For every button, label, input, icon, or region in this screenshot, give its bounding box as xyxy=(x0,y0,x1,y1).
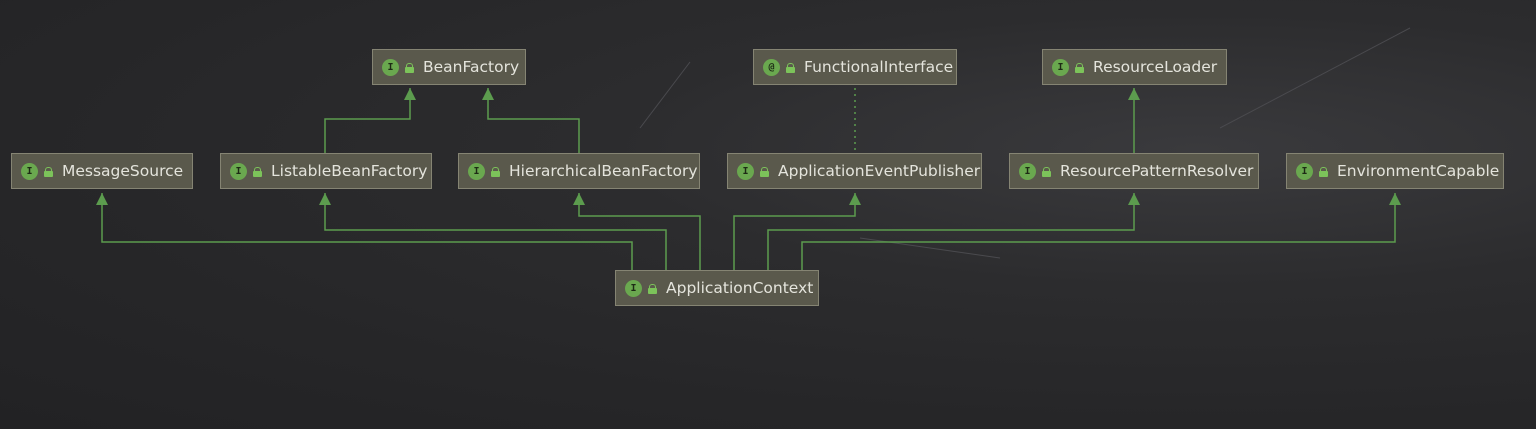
node-label: MessageSource xyxy=(62,162,184,180)
interface-icon: I xyxy=(230,162,247,180)
interface-icon: I xyxy=(382,58,399,76)
node-resourceloader[interactable]: I ResourceLoader xyxy=(1042,49,1227,85)
edge-hierarchical-to-beanfactory xyxy=(487,88,580,153)
node-functionalinterface[interactable]: @ FunctionalInterface xyxy=(753,49,957,85)
arrowhead xyxy=(319,193,331,205)
interface-icon: I xyxy=(1296,162,1313,180)
interface-icon: I xyxy=(1019,162,1036,180)
lock-icon xyxy=(1042,166,1051,177)
arrowhead xyxy=(96,193,108,205)
node-messagesource[interactable]: I MessageSource xyxy=(11,153,193,189)
node-label: ApplicationEventPublisher xyxy=(778,162,981,180)
arrowhead xyxy=(482,88,494,100)
lock-icon xyxy=(405,62,414,73)
arrowhead xyxy=(573,193,585,205)
node-label: ResourceLoader xyxy=(1093,58,1218,76)
lock-icon xyxy=(648,283,657,294)
node-label: EnvironmentCapable xyxy=(1337,162,1500,180)
sky-streak xyxy=(859,237,1001,259)
edge-listable-to-beanfactory xyxy=(324,88,411,153)
interface-icon: I xyxy=(737,162,754,180)
node-environmentcapable[interactable]: I EnvironmentCapable xyxy=(1286,153,1504,189)
lock-icon xyxy=(491,166,500,177)
interface-icon: I xyxy=(1052,58,1069,76)
edge-context-to-messagesource xyxy=(101,193,633,270)
lock-icon xyxy=(1319,166,1328,177)
node-label: ResourcePatternResolver xyxy=(1060,162,1254,180)
node-label: ListableBeanFactory xyxy=(271,162,428,180)
annotation-icon: @ xyxy=(763,58,780,76)
arrowhead xyxy=(1389,193,1401,205)
node-resourcepatternresolver[interactable]: I ResourcePatternResolver xyxy=(1009,153,1259,189)
lock-icon xyxy=(1075,62,1084,73)
arrowhead xyxy=(1128,88,1140,100)
node-label: FunctionalInterface xyxy=(804,58,954,76)
edge-context-to-resourcepattern xyxy=(767,193,1135,270)
node-applicationcontext[interactable]: I ApplicationContext xyxy=(615,270,819,306)
interface-icon: I xyxy=(625,279,642,297)
lock-icon xyxy=(44,166,53,177)
edge-context-to-hierarchical xyxy=(578,193,701,270)
edge-context-to-eventpublisher xyxy=(733,193,856,270)
arrowhead xyxy=(1128,193,1140,205)
edge-context-to-listable xyxy=(324,193,667,270)
node-applicationeventpublisher[interactable]: I ApplicationEventPublisher xyxy=(727,153,982,189)
node-beanfactory[interactable]: I BeanFactory xyxy=(372,49,526,85)
sky-streak xyxy=(1219,27,1411,129)
node-hierarchicalbeanfactory[interactable]: I HierarchicalBeanFactory xyxy=(458,153,700,189)
node-label: ApplicationContext xyxy=(666,279,814,297)
lock-icon xyxy=(786,62,795,73)
node-listablebeanfactory[interactable]: I ListableBeanFactory xyxy=(220,153,432,189)
lock-icon xyxy=(253,166,262,177)
lock-icon xyxy=(760,166,769,177)
arrowhead xyxy=(404,88,416,100)
node-label: HierarchicalBeanFactory xyxy=(509,162,698,180)
arrowhead xyxy=(849,193,861,205)
interface-icon: I xyxy=(21,162,38,180)
node-label: BeanFactory xyxy=(423,58,520,76)
sky-streak xyxy=(639,61,691,129)
edge-context-to-environment xyxy=(801,193,1396,270)
interface-icon: I xyxy=(468,162,485,180)
